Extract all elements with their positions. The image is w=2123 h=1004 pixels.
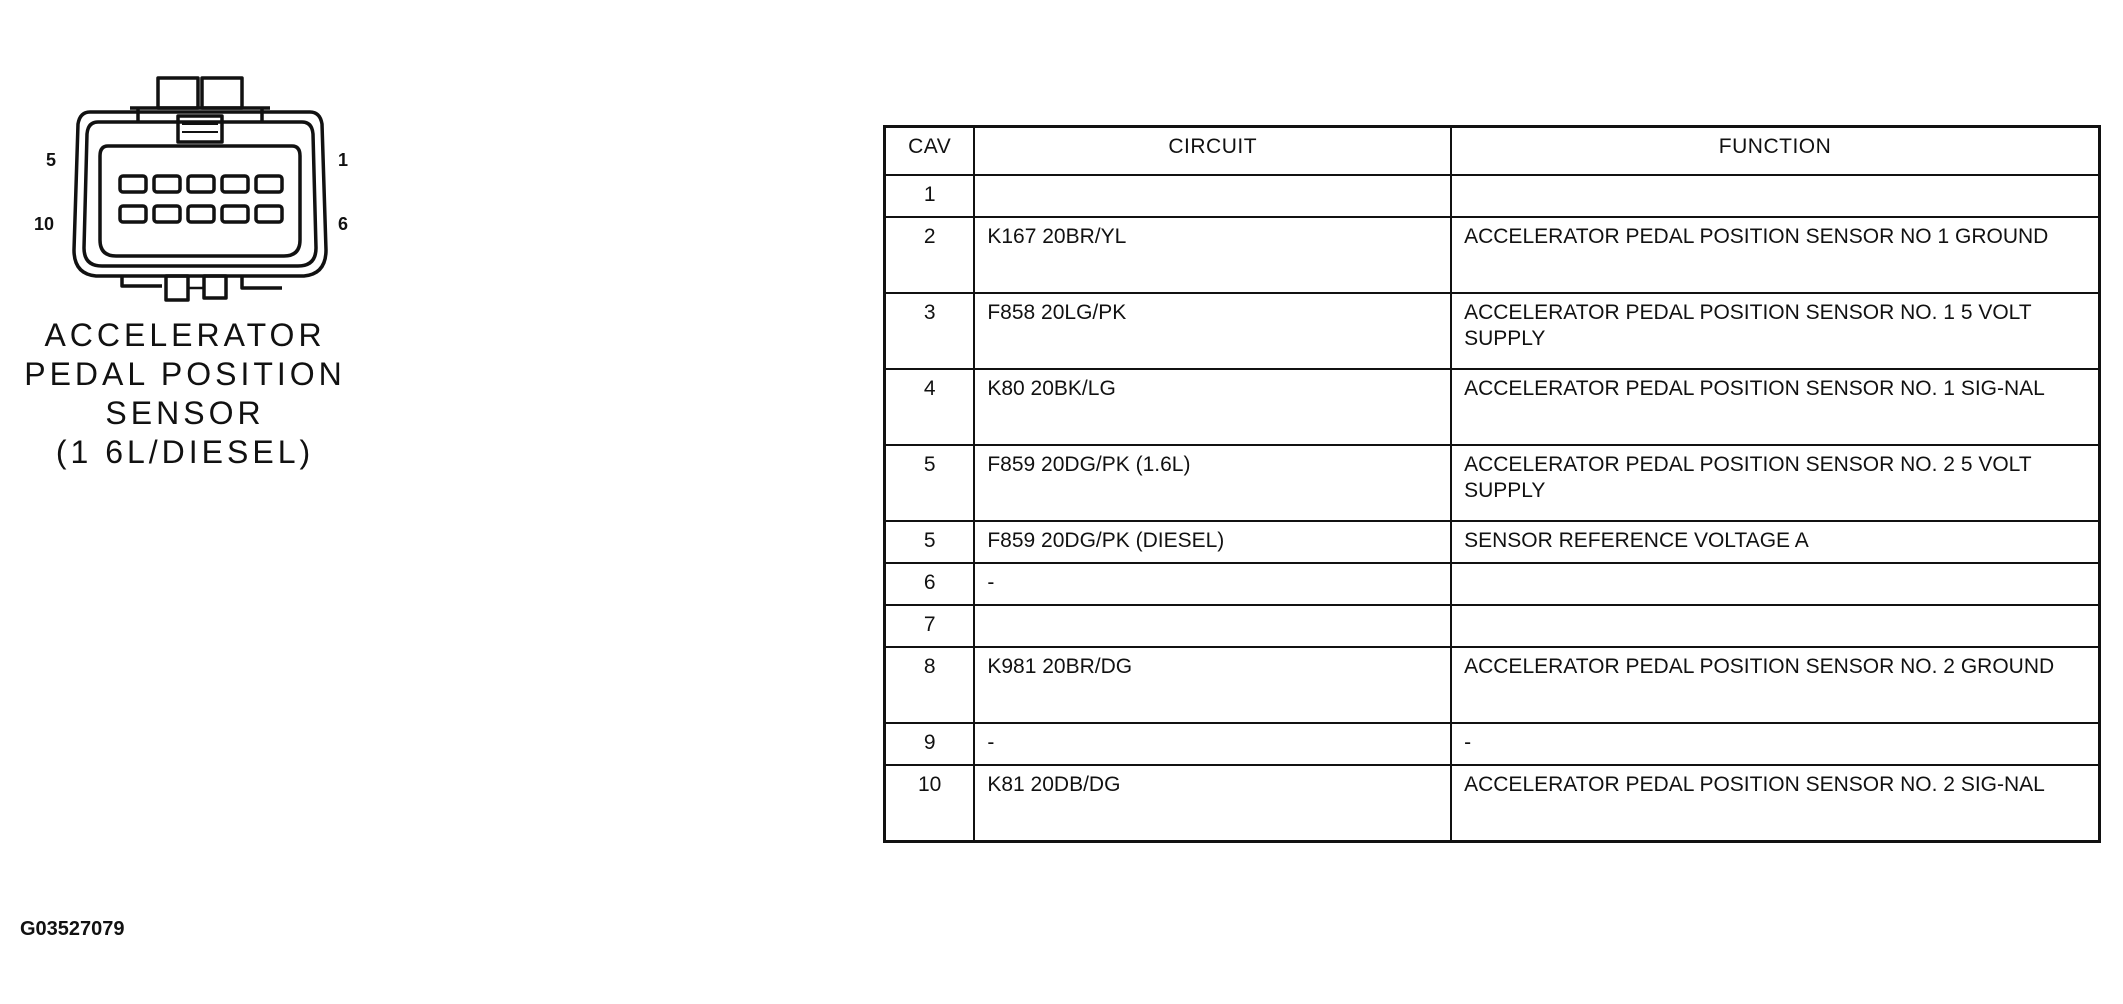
cell-cav: 5 — [883, 520, 976, 564]
cell-cav: 9 — [883, 722, 976, 766]
connector-icon — [72, 76, 328, 302]
cell-cav: 1 — [883, 174, 976, 218]
caption-line: SENSOR — [105, 395, 265, 431]
header-function: FUNCTION — [1450, 125, 2101, 176]
cell-cav: 2 — [883, 216, 976, 294]
cell-circuit: K981 20BR/DG — [973, 646, 1453, 724]
cell-circuit: K80 20BK/LG — [973, 368, 1453, 446]
cell-function: ACCELERATOR PEDAL POSITION SENSOR NO. 1 … — [1450, 368, 2101, 446]
cell-cav: 4 — [883, 368, 976, 446]
cell-circuit: F858 20LG/PK — [973, 292, 1453, 370]
cell-circuit: - — [973, 562, 1453, 606]
cell-circuit: - — [973, 722, 1453, 766]
table-row: 3 F858 20LG/PK ACCELERATOR PEDAL POSITIO… — [883, 292, 2101, 370]
pin-label-6: 6 — [338, 214, 349, 234]
cell-cav: 8 — [883, 646, 976, 724]
cell-circuit: K81 20DB/DG — [973, 764, 1453, 843]
caption-line: ACCELERATOR — [44, 317, 326, 353]
header-circuit: CIRCUIT — [973, 125, 1453, 176]
cell-function: ACCELERATOR PEDAL POSITION SENSOR NO. 2 … — [1450, 764, 2101, 843]
cell-function: ACCELERATOR PEDAL POSITION SENSOR NO. 2 … — [1450, 646, 2101, 724]
caption-line: PEDAL POSITION — [24, 356, 346, 392]
table-row: 5 F859 20DG/PK (DIESEL) SENSOR REFERENCE… — [883, 520, 2101, 564]
pin-label-1: 1 — [338, 150, 349, 170]
pin-label-10: 10 — [34, 214, 55, 234]
header-cav: CAV — [883, 125, 976, 176]
connector-diagram: 5 1 10 6 — [30, 60, 370, 310]
cell-function: ACCELERATOR PEDAL POSITION SENSOR NO. 2 … — [1450, 444, 2101, 522]
figure-id: G03527079 — [20, 918, 125, 940]
table-row: 1 — [883, 174, 2101, 218]
table-row: 6 - — [883, 562, 2101, 606]
table-row: 7 — [883, 604, 2101, 648]
pin-label-5: 5 — [46, 150, 57, 170]
table-row: 10 K81 20DB/DG ACCELERATOR PEDAL POSITIO… — [883, 764, 2101, 843]
cell-cav: 7 — [883, 604, 976, 648]
cell-cav: 10 — [883, 764, 976, 843]
cell-cav: 3 — [883, 292, 976, 370]
cell-circuit: F859 20DG/PK (1.6L) — [973, 444, 1453, 522]
cell-cav: 6 — [883, 562, 976, 606]
table-row: 4 K80 20BK/LG ACCELERATOR PEDAL POSITION… — [883, 368, 2101, 446]
table-row: 9 - - — [883, 722, 2101, 766]
pinout-table: CAV CIRCUIT FUNCTION 1 2 K167 20BR/YL AC… — [883, 125, 2101, 843]
cell-circuit: K167 20BR/YL — [973, 216, 1453, 294]
table-row: 8 K981 20BR/DG ACCELERATOR PEDAL POSITIO… — [883, 646, 2101, 724]
cell-function — [1450, 174, 2101, 218]
table-row: 5 F859 20DG/PK (1.6L) ACCELERATOR PEDAL … — [883, 444, 2101, 522]
cell-function: ACCELERATOR PEDAL POSITION SENSOR NO 1 G… — [1450, 216, 2101, 294]
cell-function — [1450, 562, 2101, 606]
caption-line: (1 6L/DIESEL) — [55, 434, 315, 470]
cell-function: - — [1450, 722, 2101, 766]
cell-function — [1450, 604, 2101, 648]
cell-cav: 5 — [883, 444, 976, 522]
cell-circuit — [973, 604, 1453, 648]
cell-function: ACCELERATOR PEDAL POSITION SENSOR NO. 1 … — [1450, 292, 2101, 370]
cell-circuit — [973, 174, 1453, 218]
cell-circuit: F859 20DG/PK (DIESEL) — [973, 520, 1453, 564]
table-row: 2 K167 20BR/YL ACCELERATOR PEDAL POSITIO… — [883, 216, 2101, 294]
cell-function: SENSOR REFERENCE VOLTAGE A — [1450, 520, 2101, 564]
table-header-row: CAV CIRCUIT FUNCTION — [883, 125, 2101, 176]
connector-caption: ACCELERATOR PEDAL POSITION SENSOR (1 6L/… — [20, 316, 350, 472]
